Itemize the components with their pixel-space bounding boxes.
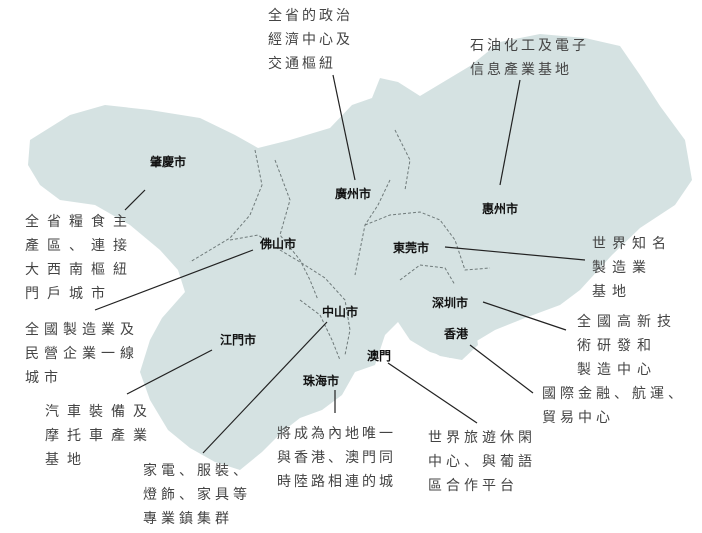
note-zhongshan: 家電、服裝、 燈飾、家具等 專業鎮集群 — [143, 463, 251, 527]
city-label-zhuhai: 珠海市 — [303, 374, 340, 388]
city-label-macau: 澳門 — [367, 349, 392, 363]
leader-guangzhou — [332, 74, 356, 181]
leader-zhongshan — [202, 321, 328, 454]
leader-macau — [387, 362, 478, 424]
note-zhuhai: 將成為內地唯一 與香港、澳門同 時陸路相連的城 — [277, 426, 396, 490]
leader-jiangmen — [126, 349, 213, 395]
leader-dongguan — [444, 246, 586, 261]
note-dongguan: 世界知名 製造業 基地 — [592, 236, 672, 300]
leader-zhaoqing — [124, 189, 146, 211]
leader-shenzhen — [482, 301, 567, 331]
note-guangzhou: 全省的政治 經濟中心及 交通樞紐 — [268, 8, 353, 72]
hongkong-island — [415, 318, 478, 360]
note-huizhou: 石油化工及電子 信息產業基地 — [470, 38, 589, 78]
city-label-zhongshan: 中山市 — [322, 305, 359, 319]
city-label-foshan: 佛山市 — [260, 237, 297, 251]
leader-huizhou — [499, 79, 521, 186]
leader-lines — [94, 74, 586, 454]
city-label-zhaoqing: 肇慶市 — [150, 155, 187, 169]
city-label-dongguan: 東莞市 — [393, 241, 430, 255]
macau-land — [336, 342, 368, 372]
note-macau: 世界旅遊休閑 中心、與葡語 區合作平台 — [428, 430, 536, 494]
city-label-huizhou: 惠州市 — [482, 202, 519, 216]
leader-foshan — [94, 249, 254, 311]
city-label-jiangmen: 江門市 — [220, 333, 257, 347]
city-label-hongkong: 香港 — [444, 327, 469, 341]
city-label-shenzhen: 深圳市 — [432, 296, 469, 310]
note-zhaoqing: 全省糧食主 產區、連接 大西南樞紐 門戶城市 — [25, 214, 135, 302]
note-foshan: 全國製造業及 民營企業一線 城市 — [25, 322, 139, 386]
district-borders — [189, 129, 491, 361]
note-hongkong: 國際金融、航運、 貿易中心 — [542, 386, 686, 426]
note-jiangmen: 汽車裝備及 摩托車產業 基地 — [45, 404, 155, 468]
city-label-guangzhou: 廣州市 — [335, 187, 372, 201]
note-shenzhen: 全國高新技 術研發和 製造中心 — [577, 314, 677, 378]
leader-hongkong — [469, 344, 534, 394]
landmass — [28, 34, 692, 470]
